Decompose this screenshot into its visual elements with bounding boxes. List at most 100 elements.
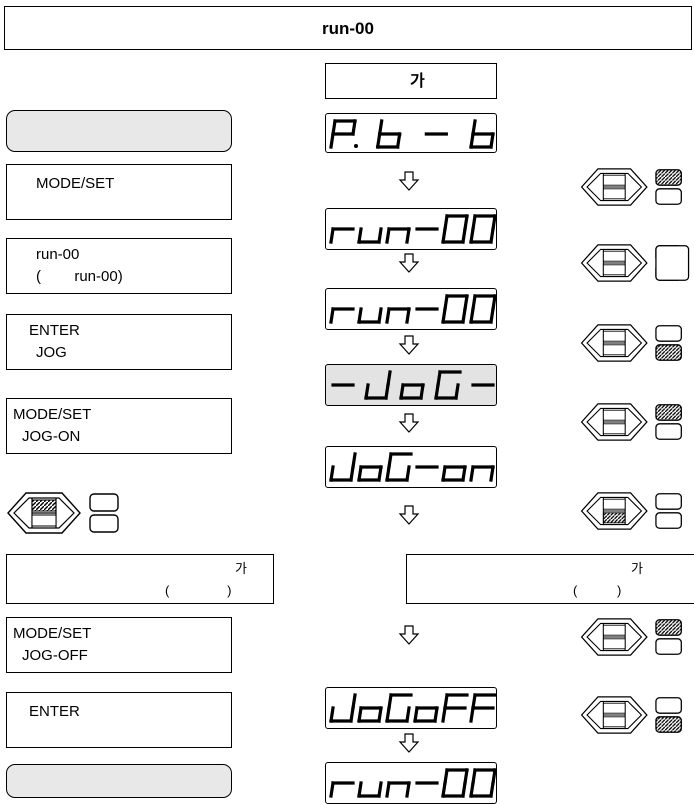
- step-3-line-1: ENTER: [29, 322, 80, 339]
- note-right-line-1: 가: [631, 561, 643, 576]
- segment: [385, 781, 391, 798]
- segment: [441, 465, 447, 482]
- segment: [443, 294, 449, 311]
- segment: [405, 781, 411, 798]
- segment: [441, 227, 447, 244]
- display-text: [329, 294, 496, 324]
- segment: [399, 383, 405, 400]
- segment: [471, 768, 477, 785]
- segment: [329, 706, 335, 723]
- segment: [375, 132, 382, 149]
- end-block: [6, 764, 232, 798]
- start-block: [6, 110, 232, 152]
- segment: [469, 465, 475, 482]
- keypad-icon: [578, 614, 694, 660]
- segment: [463, 294, 469, 311]
- title-box: run-00: [4, 6, 692, 50]
- segment: [471, 693, 477, 710]
- segment: [419, 383, 425, 400]
- segment: [357, 227, 363, 244]
- keypad-icon: [578, 240, 694, 286]
- note-right-line-2: ( ): [573, 583, 622, 598]
- subtitle-box: 가: [325, 63, 497, 99]
- note-left-line-2: ( ): [165, 583, 232, 598]
- segment: [433, 706, 439, 723]
- down-arrow-icon: [398, 412, 420, 434]
- step-3-line-2: JOG: [36, 344, 67, 361]
- segment: [443, 768, 449, 785]
- segment: [489, 307, 495, 324]
- segment: [329, 227, 335, 244]
- segment: [357, 307, 363, 324]
- segment: [463, 768, 469, 785]
- segment: [436, 370, 442, 387]
- segment: [351, 452, 357, 469]
- segment: [443, 214, 449, 231]
- display-jog: [325, 364, 497, 406]
- segment: [329, 781, 335, 798]
- segment: [489, 465, 495, 482]
- display-run-00-3: [325, 762, 497, 804]
- segment: [469, 781, 475, 798]
- segment: [385, 307, 391, 324]
- step-5-line-2: JOG-OFF: [22, 647, 88, 664]
- step-4-line-1: MODE/SET: [13, 406, 92, 423]
- segment: [377, 465, 383, 482]
- segment: [357, 706, 363, 723]
- segment: [329, 307, 335, 324]
- keypad-icon: [578, 320, 694, 366]
- step-box-3: ENTER JOG: [6, 314, 232, 370]
- segment: [454, 383, 460, 400]
- keypad-icon: [4, 490, 132, 536]
- display-run-00-2: [325, 288, 497, 330]
- step-box-4: MODE/SET JOG-ON: [6, 398, 232, 454]
- display-run-00-1: [325, 208, 497, 250]
- down-arrow-icon: [398, 170, 420, 192]
- segment: [491, 768, 496, 785]
- display-text: [331, 370, 495, 400]
- down-arrow-icon: [398, 252, 420, 274]
- segment: [329, 132, 335, 149]
- down-arrow-icon: [398, 504, 420, 526]
- segment: [384, 383, 390, 400]
- segment: [461, 227, 467, 244]
- segment: [387, 693, 393, 710]
- segment: [377, 781, 383, 798]
- subtitle-text: 가: [410, 73, 425, 90]
- segment: [489, 132, 495, 149]
- segment: [461, 465, 467, 482]
- segment: [395, 132, 402, 149]
- segment: [349, 706, 355, 723]
- display-text: [329, 119, 495, 149]
- segment: [489, 781, 495, 798]
- segment: [405, 706, 411, 723]
- segment: [386, 370, 392, 387]
- segment: [469, 706, 475, 723]
- display-pbb: [325, 113, 497, 153]
- step-1-line-1: MODE/SET: [36, 175, 115, 192]
- segment: [385, 465, 391, 482]
- segment: [405, 465, 411, 482]
- decimal-point: [354, 144, 358, 148]
- segment: [441, 781, 447, 798]
- segment: [469, 307, 475, 324]
- step-box-6: ENTER: [6, 692, 232, 748]
- segment: [357, 465, 363, 482]
- segment: [364, 383, 370, 400]
- display-jog-off: [325, 687, 497, 729]
- keypad-icon: [578, 399, 694, 445]
- page-title: run-00: [322, 19, 374, 38]
- down-arrow-icon: [398, 624, 420, 646]
- segment: [357, 781, 363, 798]
- segment: [377, 307, 383, 324]
- keypad-icon: [578, 692, 694, 738]
- note-box-left: 가 ( ): [6, 554, 274, 604]
- segment: [413, 706, 419, 723]
- note-left-line-1: 가: [235, 561, 247, 576]
- segment: [405, 307, 411, 324]
- display-jog-on: [325, 446, 497, 488]
- step-box-1: MODE/SET: [6, 164, 232, 220]
- step-2-line-2: ( run-00): [36, 268, 123, 285]
- display-text: [329, 214, 496, 244]
- segment: [329, 465, 335, 482]
